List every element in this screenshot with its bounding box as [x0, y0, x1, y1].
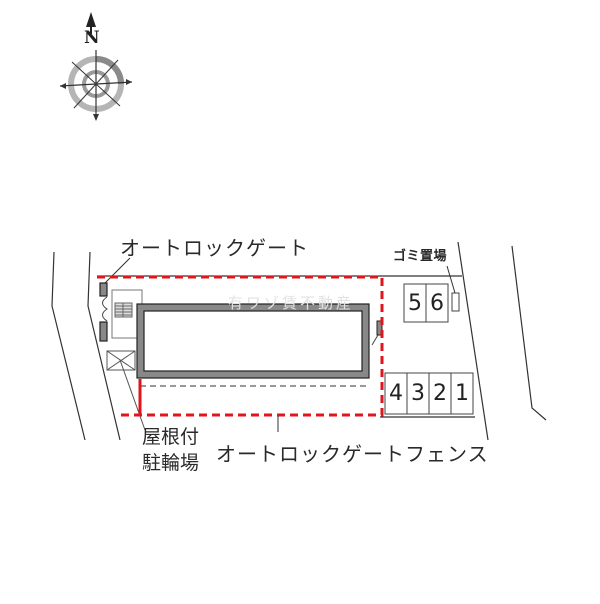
bicycle-parking-label-line1: 屋根付: [142, 426, 200, 448]
road-lines: [51, 241, 547, 441]
fence-label: オートロックゲートフェンス: [216, 442, 489, 466]
parking-slot-2: 2: [433, 381, 447, 406]
garbage-area-label: ゴミ置場: [393, 249, 448, 264]
parking-slot-4: 4: [389, 381, 403, 406]
building: [136, 303, 370, 379]
auto-lock-gate-fence: [97, 275, 384, 417]
north-label: N: [84, 28, 100, 48]
gate-leader-line: [103, 257, 131, 285]
parking-slot-5: 5: [408, 291, 422, 316]
garbage-leader-line: [446, 265, 456, 294]
parking-slot-1: 1: [455, 381, 469, 406]
watermark: 有ワゾ賃不動産: [228, 294, 355, 312]
mailbox-icon: [114, 302, 133, 318]
bicycle-parking: [106, 350, 146, 431]
auto-lock-gate-right: [371, 320, 383, 346]
parking-lower: [384, 372, 474, 415]
compass-rose-icon: [59, 12, 133, 121]
garbage-area-box: [451, 292, 460, 312]
parking-slot-6: 6: [430, 291, 444, 316]
bicycle-parking-label-line2: 駐輪場: [142, 452, 200, 474]
auto-lock-gate-label: オートロックゲート: [120, 236, 309, 260]
parking-upper: [403, 283, 449, 323]
auto-lock-gate-left: [99, 282, 108, 342]
parking-slot-3: 3: [411, 381, 425, 406]
